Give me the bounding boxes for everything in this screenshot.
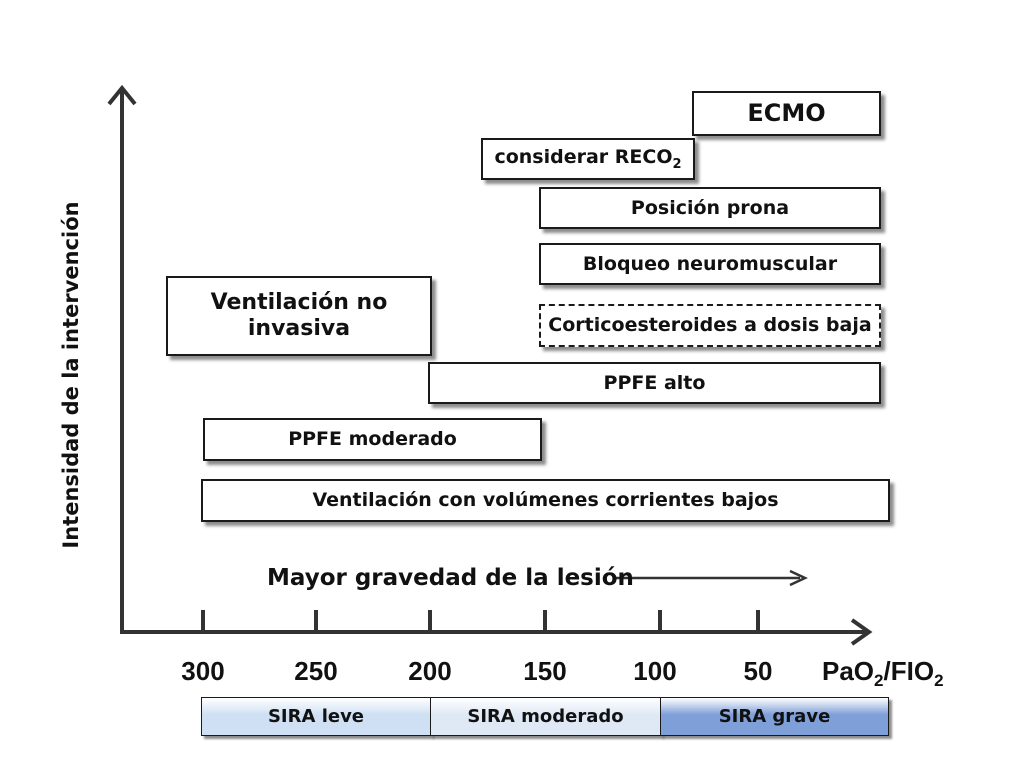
ppfe-moderado-label: PPFE moderado	[288, 428, 457, 451]
sira-leve-label: SIRA leve	[267, 706, 365, 727]
y-axis-arrowhead	[107, 84, 137, 106]
vt-bajos-box: Ventilación con volúmenes corrientes baj…	[201, 479, 890, 522]
bloqueo-box: Bloqueo neuromuscular	[539, 243, 881, 285]
prona-label: Posición prona	[630, 196, 790, 219]
ppfe-alto-box: PPFE alto	[428, 362, 881, 404]
vni-box: Ventilación no invasiva	[166, 276, 432, 356]
ecmo-label: ECMO	[747, 99, 826, 128]
ppfe-alto-label: PPFE alto	[603, 371, 706, 394]
x-axis-arrowhead	[850, 618, 873, 646]
tick-label-250: 250	[294, 656, 338, 686]
x-axis-ticks	[201, 610, 760, 634]
cortico-box: Corticoesteroides a dosis baja	[539, 304, 881, 347]
x-axis-unit: PaO2/FIO2	[822, 656, 944, 691]
severity-arrow-head	[789, 569, 808, 587]
tick-label-300: 300	[181, 656, 225, 686]
sira-leve: SIRA leve	[201, 697, 431, 736]
sira-moderado-label: SIRA moderado	[467, 706, 624, 727]
tick-label-150: 150	[523, 656, 567, 686]
ppfe-moderado-box: PPFE moderado	[203, 418, 542, 461]
vt-bajos-label: Ventilación con volúmenes corrientes baj…	[312, 489, 779, 512]
reco2-box: considerar RECO2	[481, 138, 695, 180]
tick-label-50: 50	[743, 656, 773, 686]
ecmo-box: ECMO	[692, 91, 881, 136]
cortico-label: Corticoesteroides a dosis baja	[548, 314, 872, 337]
sira-grave-label: SIRA grave	[718, 706, 831, 727]
bloqueo-label: Bloqueo neuromuscular	[582, 252, 838, 275]
reco2-label: considerar RECO2	[494, 145, 682, 172]
tick-label-200: 200	[408, 656, 452, 686]
vni-label: Ventilación no invasiva	[210, 289, 388, 341]
sira-moderado: SIRA moderado	[430, 697, 661, 736]
severity-label: Mayor gravedad de la lesión	[267, 565, 634, 591]
prona-box: Posición prona	[539, 187, 881, 229]
y-axis-label: Intensidad de la intervención	[59, 201, 83, 549]
sira-grave: SIRA grave	[660, 697, 889, 736]
tick-label-100: 100	[633, 656, 677, 686]
